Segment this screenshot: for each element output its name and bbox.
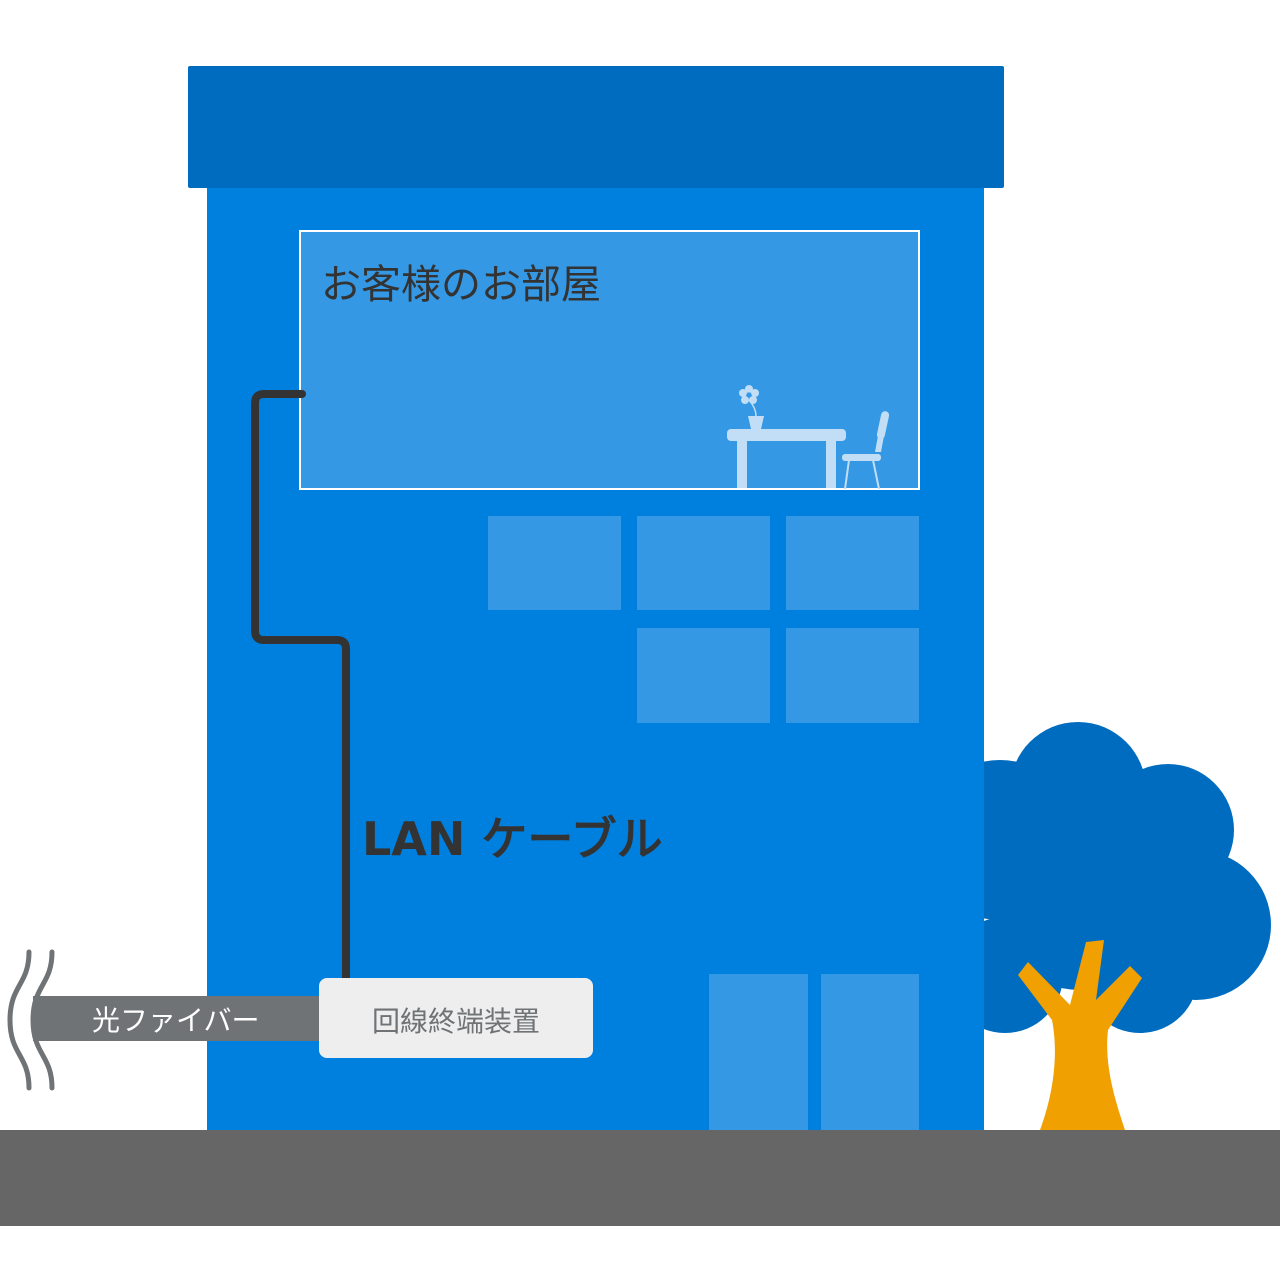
onu-label: 回線終端装置 [372,1005,540,1038]
tree-trunk [1018,940,1142,1130]
entrance-door [709,974,919,1132]
table-icon [727,429,846,488]
fiber-cable [33,996,323,1041]
room-label: お客様のお部屋 [321,262,601,308]
onu-device [319,978,593,1058]
lan-cable [251,390,350,985]
windows [488,516,919,723]
lan-cable-label: LAN ケーブル [362,812,663,866]
fiber-break-icon [7,949,55,1091]
customer-room [299,230,920,490]
ground [0,1130,1280,1226]
chair-icon [842,411,890,490]
fiber-label: 光ファイバー [92,1004,259,1037]
roof [188,66,1004,188]
flower-pot-icon [739,385,764,429]
tree-foliage [920,722,1271,1033]
